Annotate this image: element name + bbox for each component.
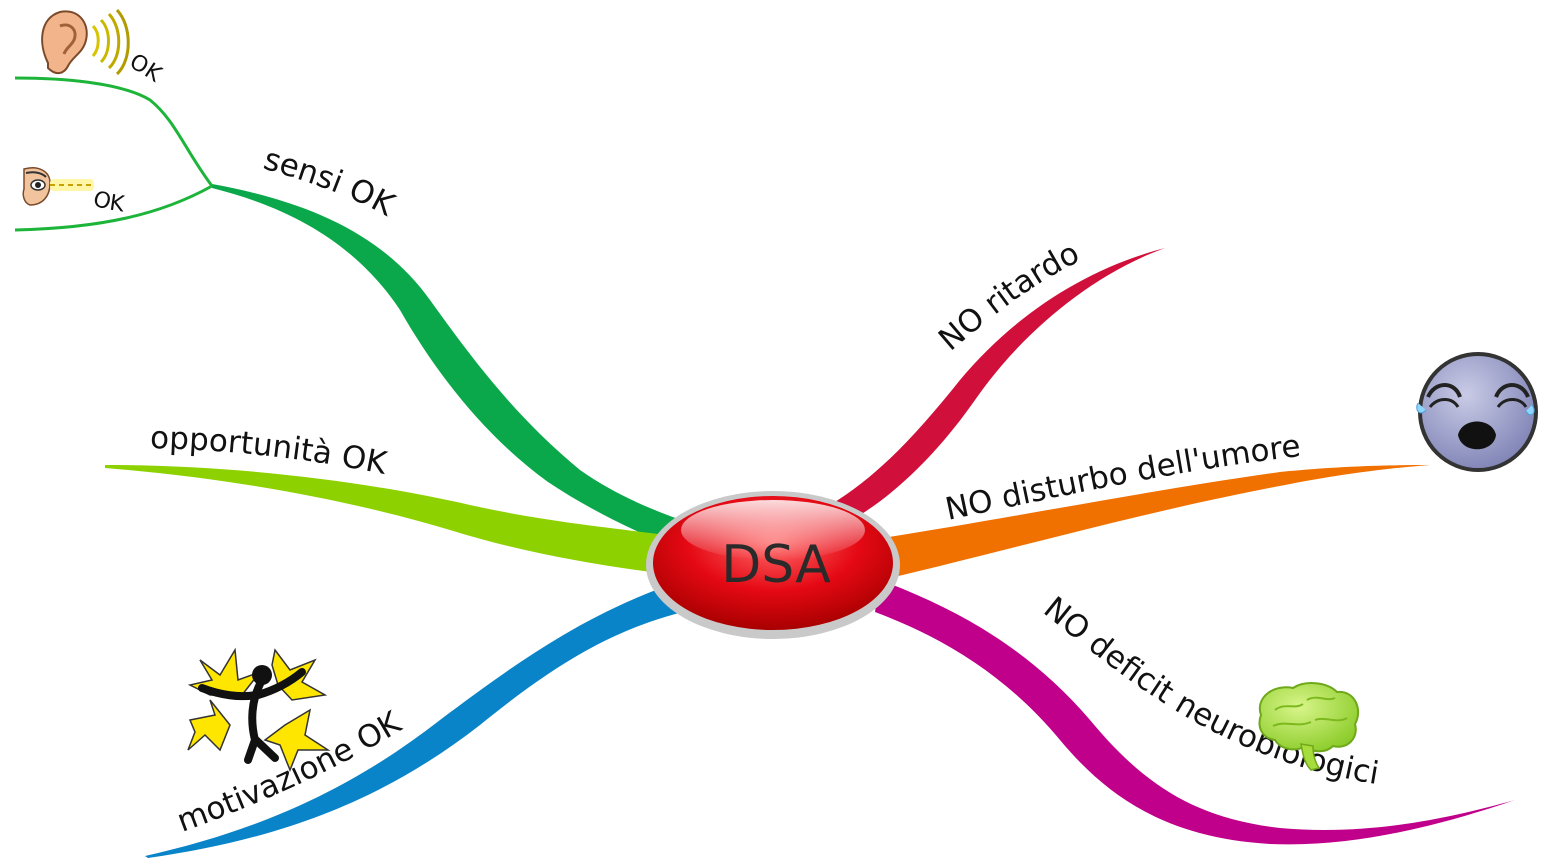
brain-icon xyxy=(1258,682,1360,771)
branch-opportunita xyxy=(105,465,700,578)
branch-sensi-vista xyxy=(14,184,213,232)
center-label: DSA xyxy=(721,535,831,595)
label-sensi-udito: OK xyxy=(125,49,166,87)
branch-ritardo xyxy=(830,248,1165,515)
crying-face-icon xyxy=(1416,352,1538,472)
branch-umore xyxy=(870,465,1430,578)
label-sensi-vista: OK xyxy=(91,187,127,218)
branch-sensi-stroke xyxy=(212,184,740,560)
eye-icon xyxy=(22,167,94,206)
branch-sensi-udito xyxy=(14,76,214,187)
branch-neuro xyxy=(875,580,1515,845)
center-node: DSA xyxy=(646,491,900,639)
excited-person-icon xyxy=(187,647,331,773)
ear-icon xyxy=(41,8,130,76)
branch-motivazione xyxy=(145,578,700,858)
label-sensi: sensi OK xyxy=(260,141,401,224)
branch-sensi xyxy=(212,184,740,560)
